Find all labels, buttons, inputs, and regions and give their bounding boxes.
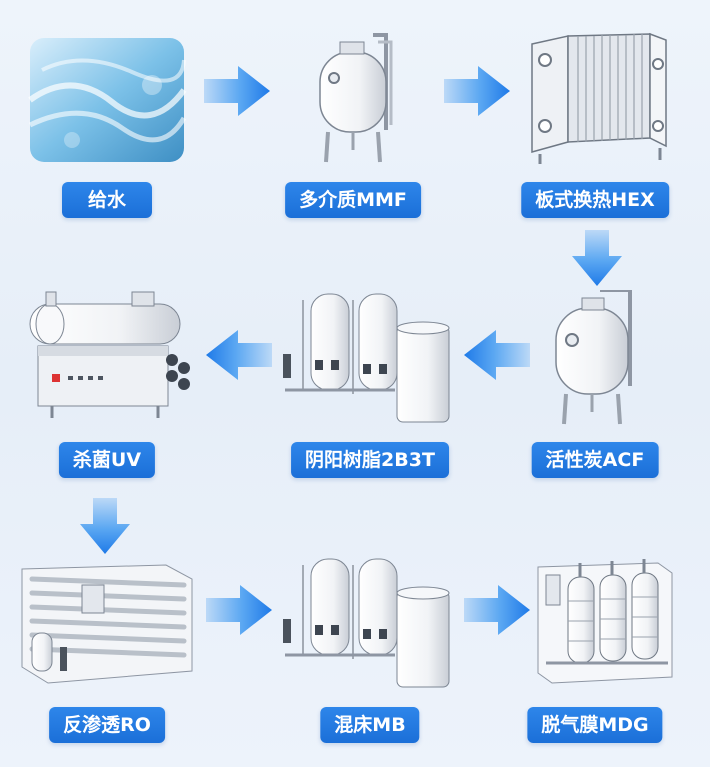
arrow-down-icon (80, 498, 130, 554)
step-label: 脱气膜MDG (527, 707, 663, 743)
water-icon (12, 30, 202, 170)
step-label: 板式换热HEX (521, 182, 669, 218)
mixed-bed-tanks-icon (275, 555, 465, 695)
arrow-left-icon (206, 330, 272, 380)
uv-sterilizer-icon (12, 290, 202, 430)
carbon-filter-tank-icon (500, 290, 690, 430)
step-label: 反渗透RO (49, 707, 165, 743)
step-label: 阴阳树脂2B3T (291, 442, 449, 478)
step-label: 杀菌UV (58, 442, 156, 478)
arrow-down-icon (572, 230, 622, 286)
step-label: 给水 (62, 182, 152, 218)
arrow-right-icon (464, 585, 530, 635)
arrow-right-icon (204, 66, 270, 116)
step-label: 多介质MMF (285, 182, 421, 218)
arrow-left-icon (464, 330, 530, 380)
filter-tank-icon (258, 30, 448, 170)
plate-heat-exchanger-icon (500, 30, 690, 170)
step-label: 混床MB (320, 707, 420, 743)
arrow-right-icon (206, 585, 272, 635)
reverse-osmosis-icon (12, 555, 202, 695)
step-label: 活性炭ACF (531, 442, 659, 478)
degassing-membrane-icon (500, 555, 690, 695)
arrow-right-icon (444, 66, 510, 116)
resin-tanks-icon (275, 290, 465, 430)
